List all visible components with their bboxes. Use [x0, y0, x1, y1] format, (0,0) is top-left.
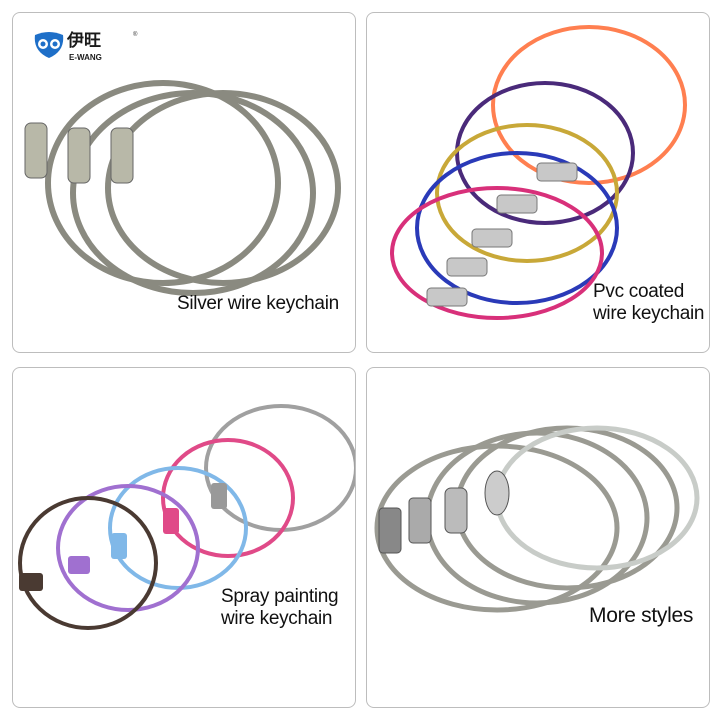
spray-painting-keychain-image — [18, 404, 355, 630]
silver-wire-keychain-image — [24, 80, 341, 296]
caption: Pvc coated wire keychain — [593, 281, 705, 325]
caption-line: Pvc coated — [593, 281, 684, 302]
caption: More styles — [589, 605, 693, 627]
panel-more-styles: More styles — [366, 367, 710, 708]
caption: Silver wire keychain — [177, 293, 339, 315]
registered-mark: ® — [133, 32, 138, 38]
caption-line: More styles — [589, 604, 694, 627]
caption-line: Silver wire keychain — [177, 293, 339, 314]
pvc-coated-keychain-image — [390, 25, 687, 320]
caption-line: wire keychain — [593, 303, 705, 324]
panel-silver-wire: 伊旺 E-WANG ® Silver wire keychain — [12, 12, 356, 353]
caption-line: wire keychain — [221, 608, 333, 629]
logo-english-text: E-WANG — [69, 53, 102, 62]
caption: Spray painting wire keychain — [221, 586, 339, 630]
owl-logo-icon — [34, 32, 64, 58]
panel-spray-painting: Spray painting wire keychain — [12, 367, 356, 708]
caption-line: Spray painting — [221, 586, 339, 607]
panel-pvc-coated: Pvc coated wire keychain — [366, 12, 710, 353]
logo-chinese-text: 伊旺 — [67, 31, 101, 50]
more-styles-keychain-image — [374, 425, 700, 613]
brand-logo: 伊旺 E-WANG ® — [33, 31, 153, 65]
